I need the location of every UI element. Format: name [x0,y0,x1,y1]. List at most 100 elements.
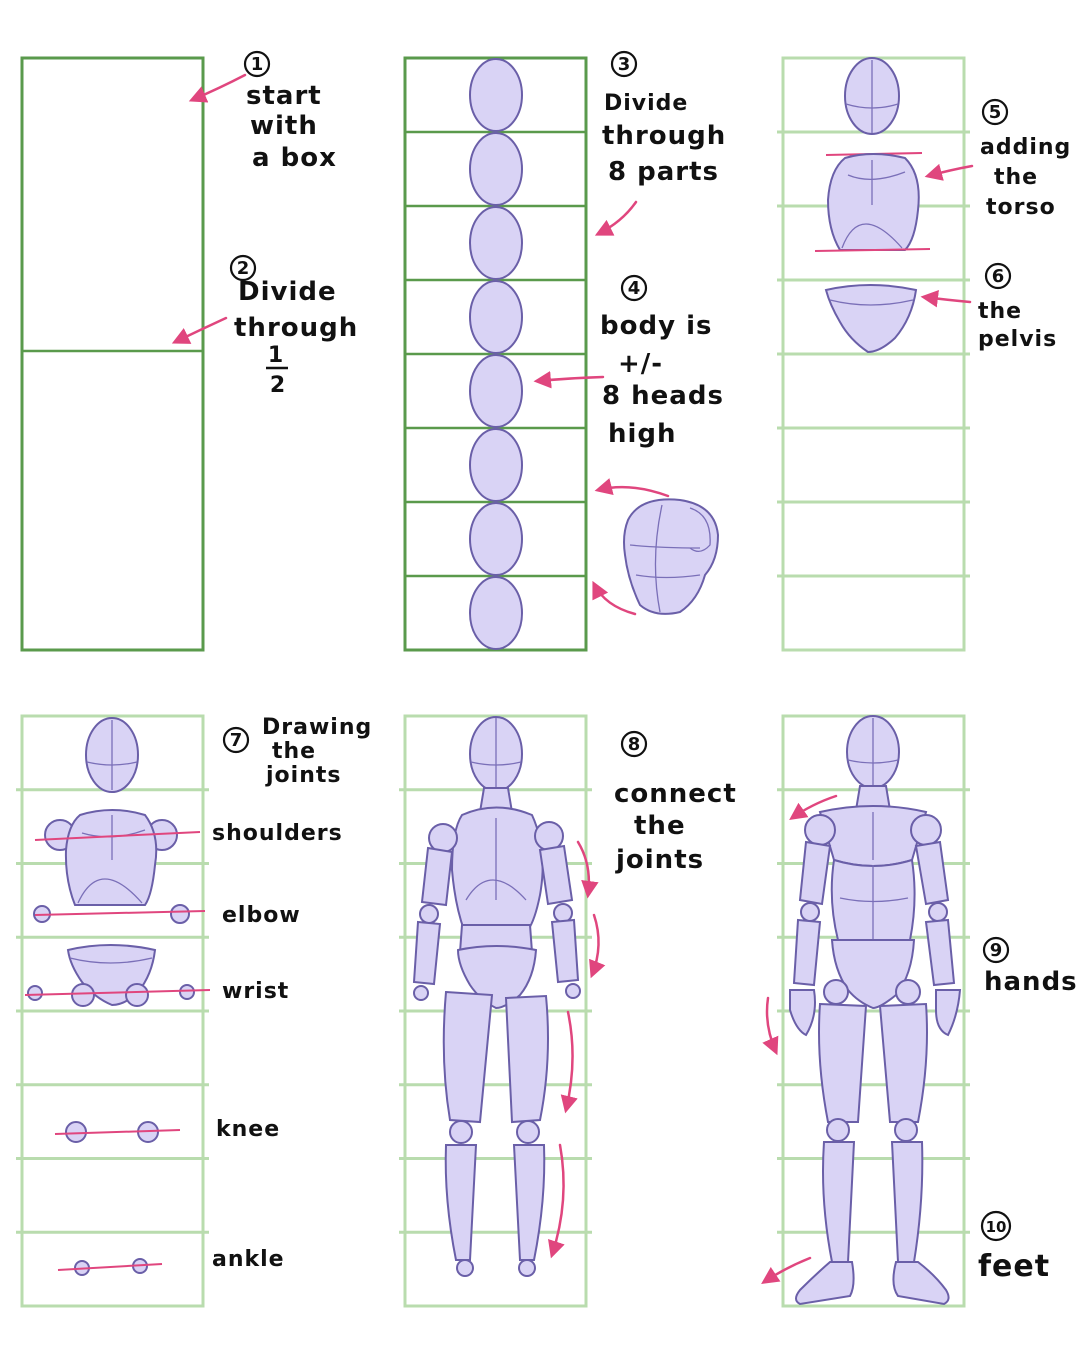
step-7-line-1: Drawing [262,715,372,740]
step-2-label: 2 Divide through 1 2 [229,254,358,398]
step-8-number-circle [620,730,648,758]
panel-1: 1 start with a box 2 Divide through 1 2 [20,50,358,652]
step-1-line-1: start [246,81,322,111]
arrow-hand [762,996,779,1056]
panel-3: 5 adding the torso 6 the pelvis [777,56,1071,652]
arrow-step-4 [533,371,605,389]
head-oval [469,280,523,354]
label-ankle: ankle [212,1247,285,1272]
arrow-forearm [589,913,606,979]
step-10-number-circle [980,1210,1012,1242]
step-7-line-2: the [272,739,316,764]
arrow-head-rotate-bottom [592,580,637,616]
step-3-line-3: 8 parts [608,157,719,187]
step-9-line-1: hands [984,967,1078,997]
head-oval [469,132,523,206]
step-7-label: 7 Drawing the joints [222,715,372,788]
step-6-number: 6 [992,266,1005,287]
step-1-line-2: with [250,111,318,141]
label-elbow: elbow [222,903,301,928]
step-3-number-circle [610,50,638,78]
panel-6: 9 hands 10 feet [761,714,1078,1308]
step-5-line-2: the [994,165,1038,190]
step-3-label: 3 Divide through 8 parts [602,50,726,187]
panel-2: 3 Divide through 8 parts 4 body is +/- 8… [403,50,726,652]
head-oval [469,576,523,650]
pelvis-shape [824,284,918,354]
step-5-number: 5 [989,102,1002,123]
joints-pelvis [24,944,211,1007]
step-4-number-circle [620,274,648,302]
step-4-number: 4 [628,278,641,299]
arrow-step-5 [924,163,974,181]
step-1-number: 1 [251,54,264,75]
final-figure [789,715,962,1306]
joints-knees [54,1121,181,1143]
step-3-line-2: through [602,121,726,151]
arrow-step-6 [920,290,972,308]
connected-figure [412,716,581,1277]
step-6-label: 6 the pelvis [978,262,1057,352]
arrow-shin [548,1143,565,1259]
panel-4: 7 Drawing the joints shoulders elbow wri… [16,714,372,1308]
head-3d-sketch [623,498,720,615]
head-oval [469,354,523,428]
step-8-line-1: connect [614,779,737,809]
step-2-fraction-den: 2 [270,373,286,398]
step-3-number: 3 [618,54,631,75]
step-5-line-1: adding [980,135,1071,160]
starting-box [20,56,205,652]
step-8-label: 8 connect the joints [614,730,737,875]
joints-ankles [57,1258,163,1276]
step-9-label: 9 hands [982,936,1078,997]
arrow-shoulder [789,794,838,821]
step-6-number-circle [984,262,1012,290]
step-4-line-2: +/- [618,349,663,379]
step-7-number-circle [222,726,250,754]
head-oval [469,502,523,576]
label-wrist: wrist [222,979,289,1004]
step-2-line-2: through [234,313,358,343]
step-2-line-1: Divide [238,277,337,307]
head-oval [469,206,523,280]
step-4-line-1: body is [600,311,712,341]
arrow-upper-arm [576,840,599,899]
eight-parts-dividers [405,130,586,578]
step-1-number-circle [243,50,271,78]
torso-shape [814,152,931,252]
arrow-thigh [560,1010,578,1114]
head-shape [844,57,900,135]
joints-head [85,717,139,793]
head-oval [469,428,523,502]
step-5-label: 5 adding the torso [980,98,1071,220]
head-oval [469,58,523,132]
step-7-line-3: joints [265,763,341,788]
arrow-step-2 [171,316,228,344]
step-4-line-3: 8 heads [602,381,724,411]
step-9-number-circle [982,936,1010,964]
joints-torso [33,809,206,924]
step-8-number: 8 [628,734,641,755]
step-2-number: 2 [237,258,250,279]
step-10-number: 10 [986,1218,1007,1236]
step-8-line-2: the [634,811,686,841]
head-stack [469,58,523,650]
step-9-number: 9 [990,940,1003,961]
label-knee: knee [216,1117,280,1142]
step-1-label: 1 start with a box [243,50,337,173]
step-6-line-1: the [978,299,1022,324]
step-1-line-3: a box [252,143,337,173]
step-3-line-1: Divide [604,91,688,116]
arrow-head-rotate-top [594,478,670,498]
step-4-line-4: high [608,419,677,449]
step-5-number-circle [981,98,1009,126]
step-6-line-2: pelvis [978,327,1057,352]
step-8-line-3: joints [615,845,704,875]
step-2-number-circle [229,254,257,282]
step-2-fraction-num: 1 [268,343,284,368]
torso-box-dividers [777,130,970,578]
step-10-line-1: feet [978,1249,1050,1284]
arrow-foot [761,1256,812,1284]
step-4-label: 4 body is +/- 8 heads high [600,274,724,449]
